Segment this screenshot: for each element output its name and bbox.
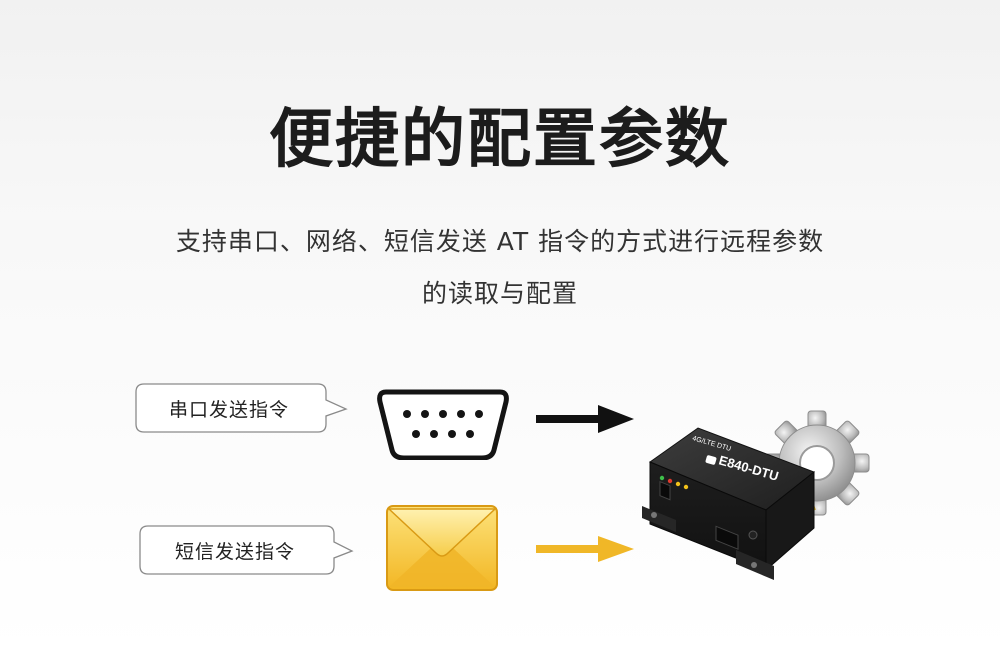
serial-arrow-icon xyxy=(536,405,634,433)
serial-command-label: 串口发送指令 xyxy=(168,398,289,421)
serial-port-icon xyxy=(377,389,509,460)
envelope-icon xyxy=(386,505,498,591)
sms-arrow-icon xyxy=(536,536,634,562)
serial-command-bubble: 串口发送指令 xyxy=(134,383,350,433)
sms-command-label: 短信发送指令 xyxy=(174,540,295,563)
description-line-2: 的读取与配置 xyxy=(421,279,578,308)
sms-command-bubble: 短信发送指令 xyxy=(138,525,354,575)
dtu-device-image: 4G/LTE DTU E840-DTU xyxy=(642,427,816,580)
description-line-1: 支持串口、网络、短信发送 AT 指令的方式进行远程参数 xyxy=(175,227,825,256)
page-title: 便捷的配置参数 xyxy=(269,103,731,177)
